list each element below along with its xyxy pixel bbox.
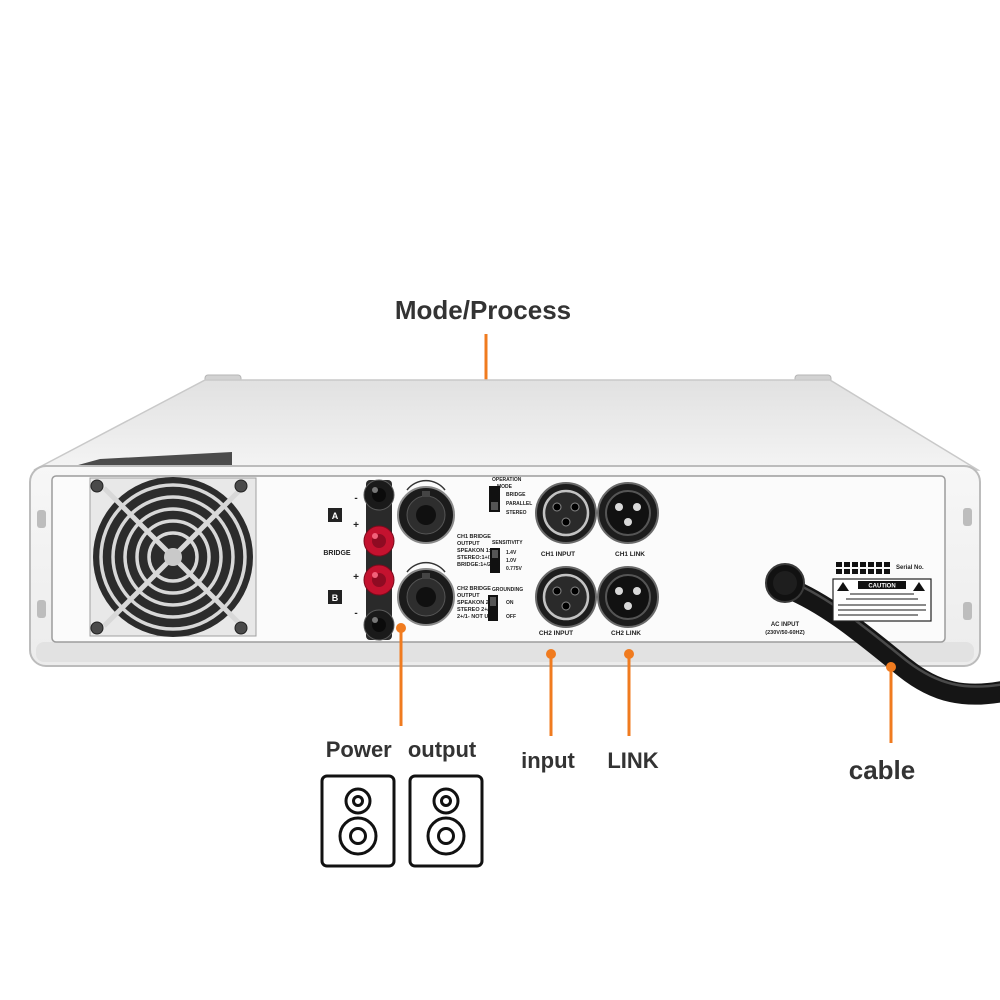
power-cable <box>777 577 1000 705</box>
serial-number-label: Serial No. <box>836 562 924 574</box>
speakon-text-line: BRIDGE:1+/2+ <box>457 562 494 568</box>
mode-title-line2: MODE <box>497 484 513 490</box>
xlr-ch1-link-label: CH1 LINK <box>615 551 645 558</box>
callout-link: LINK <box>607 649 659 773</box>
terminal-strip <box>366 480 392 640</box>
switch-knob <box>490 597 496 606</box>
cable-gland-inner <box>773 571 797 595</box>
speakon-connector-ch1 <box>397 479 455 544</box>
xlr-ch2-link-label: CH2 LINK <box>611 630 641 637</box>
fan-screw-icons <box>90 479 248 635</box>
serial-label-text: Serial No. <box>896 565 924 571</box>
speakon-text-line: CH1 BRIDGE <box>457 534 491 540</box>
mode-title-line1: OPERATION <box>492 477 522 483</box>
ac-input-label: AC INPUT <box>771 622 800 628</box>
speakon-text-line: CH2 BRIDGE <box>457 586 491 592</box>
mode-option: STEREO <box>506 510 527 516</box>
sensitivity-switch <box>490 548 500 573</box>
callout-input: input <box>521 649 576 773</box>
callout-mode-process: Mode/Process <box>395 295 571 488</box>
sensitivity-option: 1.4V <box>506 550 517 556</box>
grounding-switch-group: GROUNDING ON OFF <box>488 587 523 621</box>
operation-mode-switch <box>489 486 500 512</box>
operation-mode-switch-group: OPERATION MODE BRIDGE PARALLEL STEREO <box>489 477 532 516</box>
callout-label-cable: cable <box>849 755 916 785</box>
flange-slot <box>963 602 972 620</box>
serial-barcode-icon <box>836 562 890 574</box>
xlr-ch2-input-label: CH2 INPUT <box>539 630 573 637</box>
binding-post-red <box>363 525 395 557</box>
ac-input-rating: (230V/50-60HZ) <box>765 630 805 636</box>
speakon-text-line: 2+/1- NOT USE <box>457 614 496 620</box>
power-cord <box>765 563 1000 705</box>
terminal-b-badge <box>328 590 342 604</box>
terminal-sign: + <box>353 520 359 531</box>
sensitivity-option: 1.0V <box>506 558 517 564</box>
terminal-sign: - <box>354 608 357 619</box>
flange-slot <box>963 508 972 526</box>
terminal-a-label: A <box>332 511 339 521</box>
speaker-icon <box>320 774 396 868</box>
chassis-top-surface <box>33 379 981 471</box>
terminal-a-badge <box>328 508 342 522</box>
caution-fine-print <box>838 593 926 616</box>
terminal-b-label: B <box>332 593 339 603</box>
xlr-ch1-input-connector <box>535 482 597 544</box>
xlr-ch1-input-label: CH1 INPUT <box>541 551 575 558</box>
callout-power-output: Power output <box>326 623 477 762</box>
mode-option: BRIDGE <box>506 492 526 498</box>
grounding-option: OFF <box>506 614 516 620</box>
warning-triangle-icon <box>913 582 925 591</box>
sensitivity-option: 0.775V <box>506 566 523 572</box>
mode-option: PARALLEL <box>506 501 532 507</box>
callout-label-power-output: Power output <box>326 737 477 762</box>
cooling-fan <box>89 477 257 637</box>
terminal-bridge-label: BRIDGE <box>323 550 351 557</box>
xlr-ch1-link-connector <box>597 482 659 544</box>
fan-hub <box>164 548 182 566</box>
speakon2-instructions: CH2 BRIDGE OUTPUT SPEAKON 2: STEREO 2+/2… <box>457 586 496 620</box>
flange-slot <box>37 510 46 528</box>
binding-post-black <box>363 479 395 511</box>
lock-arrow-icon <box>406 561 446 573</box>
speakon-connector-ch2 <box>397 561 455 626</box>
speaker-icon <box>408 774 484 868</box>
speakon-text-line: STEREO:1+/1- <box>457 555 494 561</box>
speakon1-instructions: CH1 BRIDGE OUTPUT SPEAKON 1: STEREO:1+/1… <box>457 534 494 568</box>
fan-grille-icon <box>99 483 247 631</box>
xlr-ch2-link-connector <box>597 566 659 628</box>
speakon-text-line: STEREO 2+/2- <box>457 607 494 613</box>
sensitivity-title: SENSITIVITY <box>492 540 523 546</box>
callout-label-mode-process: Mode/Process <box>395 295 571 325</box>
switch-knob <box>491 502 498 510</box>
callout-label-input: input <box>521 748 575 773</box>
caution-label: CAUTION <box>832 578 932 622</box>
callout-cable: cable <box>849 662 916 785</box>
lock-arrow-icon <box>406 479 446 491</box>
binding-post-terminals: A BRIDGE B - + + - <box>323 479 395 641</box>
terminal-sign: - <box>354 493 357 504</box>
grounding-title: GROUNDING <box>492 587 523 593</box>
speakon-text-line: OUTPUT <box>457 541 480 547</box>
binding-post-red <box>363 564 395 596</box>
terminal-sign: + <box>353 572 359 583</box>
speakon-text-line: SPEAKON 1: <box>457 548 491 554</box>
caution-title: CAUTION <box>868 584 895 590</box>
binding-post-black <box>363 609 395 641</box>
speakon-text-line: OUTPUT <box>457 593 480 599</box>
callout-label-link: LINK <box>607 748 658 773</box>
cable-highlight <box>791 580 1000 688</box>
switch-knob <box>492 550 498 558</box>
speakon-text-line: SPEAKON 2: <box>457 600 491 606</box>
grounding-option: ON <box>506 600 514 606</box>
grounding-switch <box>488 595 498 621</box>
xlr-ch2-input-connector <box>535 566 597 628</box>
flange-slot <box>37 600 46 618</box>
warning-triangle-icon <box>837 582 849 591</box>
chassis-bottom-lip <box>36 642 974 662</box>
sensitivity-switch-group: SENSITIVITY 1.4V 1.0V 0.775V <box>490 540 523 573</box>
